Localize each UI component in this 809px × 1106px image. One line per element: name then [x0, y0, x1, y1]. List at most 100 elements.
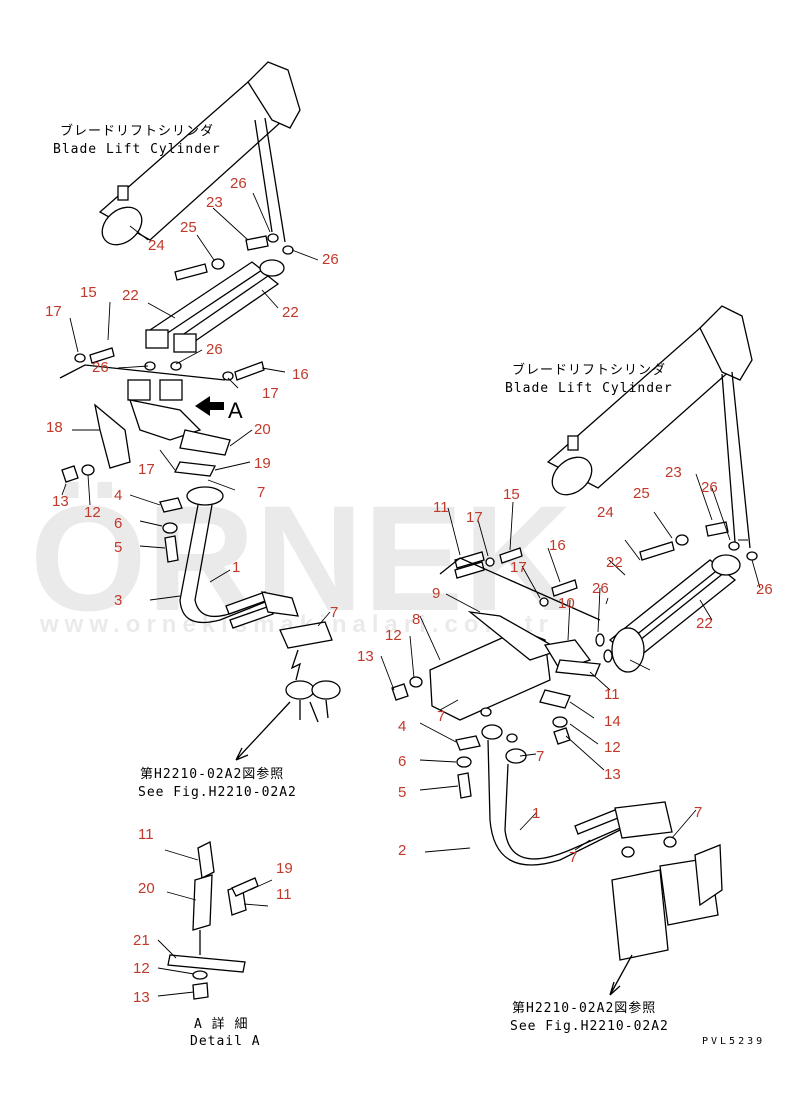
part-number: 11	[138, 826, 154, 843]
part-number: 22	[696, 615, 713, 632]
left-ref-legs	[299, 699, 329, 723]
left-washer-12	[81, 464, 95, 476]
right-washer-6	[456, 756, 472, 768]
part-number: 8	[412, 611, 420, 628]
part-number: 3	[114, 592, 122, 609]
left-ref-port-a	[285, 680, 315, 700]
left-oring-26a	[267, 233, 279, 243]
right-oring-7c	[621, 846, 635, 858]
part-number: 13	[604, 766, 621, 783]
part-number: 17	[262, 385, 279, 402]
part-number: 20	[138, 880, 155, 897]
part-number: 24	[597, 504, 614, 521]
part-number: 6	[114, 515, 122, 532]
part-number: 20	[254, 421, 271, 438]
left-cylinder-caption-en: Blade Lift Cylinder	[53, 142, 221, 157]
left-hose-fitting	[261, 591, 299, 617]
right-cylinder-port	[567, 435, 579, 451]
right-oring-26b	[746, 551, 758, 561]
detail-caption-jp: A 詳 細	[194, 1016, 248, 1032]
part-number: 26	[230, 175, 247, 192]
right-nut-13b	[391, 683, 409, 701]
right-bracket-14	[539, 689, 571, 709]
left-bracket-18	[94, 403, 131, 469]
detail-a-assembly	[167, 841, 259, 1000]
part-number: 26	[322, 251, 339, 268]
detail-plate-20	[192, 874, 213, 931]
part-number: 12	[133, 960, 150, 977]
part-number: 14	[604, 713, 621, 730]
part-number: 12	[84, 504, 101, 521]
right-assembly	[391, 305, 758, 996]
part-number: 7	[330, 604, 338, 621]
part-number: 11	[433, 499, 449, 516]
right-oring-7b	[506, 733, 518, 743]
part-number: 26	[592, 580, 609, 597]
left-plate-20	[179, 429, 231, 456]
left-oring-26b	[282, 245, 294, 255]
part-number: 21	[133, 932, 150, 949]
left-rod-line	[254, 119, 273, 233]
part-numbers-detail: 11 20 19 11 21 12 13	[133, 826, 293, 1006]
right-cylinder-end	[551, 456, 593, 496]
left-block-a	[127, 379, 151, 401]
right-oring-26c	[595, 633, 605, 647]
left-break-line	[290, 649, 301, 681]
part-number: 6	[398, 753, 406, 770]
part-number: 13	[357, 648, 374, 665]
left-cylinder-head	[247, 61, 301, 129]
left-cylinder-caption-jp: ブレードリフトシリンダ	[60, 123, 214, 139]
right-fitting-a	[481, 724, 503, 740]
right-flange-upper	[711, 554, 741, 576]
part-numbers-left: 26 23 25 24 26 15 22 22 17 26 26 16 17 1…	[45, 175, 339, 621]
part-number: 25	[633, 485, 650, 502]
part-number: 7	[257, 484, 265, 501]
part-number: 4	[114, 487, 122, 504]
left-guide-line	[59, 364, 226, 381]
right-washer-12	[552, 716, 568, 728]
part-number: 7	[694, 804, 702, 821]
left-clamp-23	[245, 235, 269, 251]
right-washer-12b	[409, 676, 423, 688]
detail-nut-13	[192, 982, 209, 1000]
part-number: 18	[46, 419, 63, 436]
left-flange-b	[173, 333, 197, 353]
part-number: 15	[503, 486, 520, 503]
left-bolt-16	[234, 361, 265, 381]
left-flange-top	[259, 259, 285, 277]
right-washer-25	[675, 534, 689, 546]
right-flange-lower	[611, 627, 645, 673]
part-number: 19	[254, 455, 271, 472]
part-number: 13	[133, 989, 150, 1006]
left-assembly: A	[59, 61, 341, 761]
left-bolt-15	[89, 347, 115, 364]
part-number: 11	[276, 886, 292, 903]
captions: ブレードリフトシリンダ Blade Lift Cylinder ブレードリフトシ…	[53, 123, 762, 1049]
left-see-fig-en: See Fig.H2210-02A2	[138, 785, 297, 800]
part-number: 15	[80, 284, 97, 301]
part-number: 26	[92, 359, 109, 376]
part-number: 25	[180, 219, 197, 236]
detail-caption-en: Detail A	[190, 1034, 261, 1049]
part-number: 11	[604, 686, 620, 703]
left-washer-6	[162, 522, 178, 534]
part-number: 19	[276, 860, 293, 877]
leader-lines	[61, 192, 761, 997]
right-washer-17a	[485, 557, 495, 567]
left-leader-17	[159, 449, 176, 471]
left-hose-1	[179, 504, 271, 624]
right-hose-1	[504, 763, 651, 860]
left-oring-26d	[170, 361, 182, 371]
right-rod-line-2	[731, 371, 751, 549]
right-ref-block-a	[611, 869, 669, 961]
right-ubolt-11a	[454, 551, 485, 569]
right-cylinder-caption-en: Blade Lift Cylinder	[505, 381, 673, 396]
part-number: 17	[510, 559, 527, 576]
part-number: 4	[398, 718, 406, 735]
part-number: 5	[398, 784, 406, 801]
left-shim-19	[174, 461, 216, 477]
right-oring-26a	[728, 541, 740, 551]
part-number: 16	[549, 537, 566, 554]
right-bolt-16	[551, 579, 578, 597]
